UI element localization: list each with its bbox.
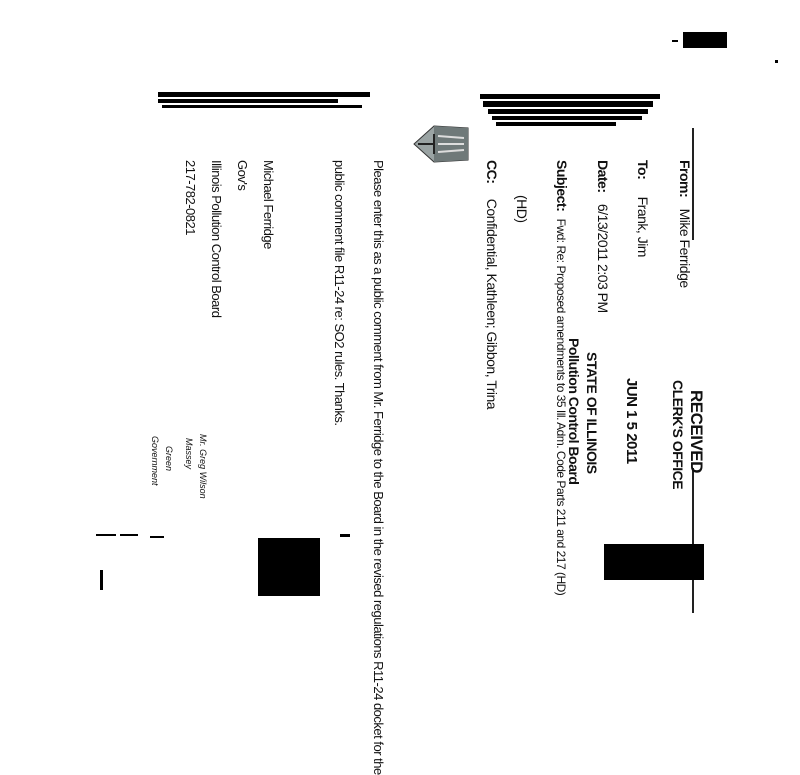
from-line: From: Mike Ferridge [677,160,693,288]
subject-cont: (HD) [514,195,530,223]
redaction-block [258,538,320,596]
redaction-bar [158,99,338,103]
handwritten-line-4: Government [150,436,160,486]
from-label: From: [677,160,693,198]
margin-line [692,128,694,240]
subject-label: Subject: [554,160,570,212]
cc-line: CC: Confidential, Kathleen; Gibbon, Trin… [484,160,500,409]
handwritten-line-2: Massey [184,438,194,470]
redaction-block [604,544,704,580]
redaction-bar [150,536,164,538]
redaction-bar [162,105,362,108]
subject-continued: (HD) [514,195,530,223]
redaction-mark [672,40,678,42]
stamp-received: RECEIVED [687,390,706,473]
signature-phone: 217-782-0821 [183,160,198,235]
redaction-bar [480,94,660,99]
body-line-1: Please enter this as a public comment fr… [371,160,386,775]
agency-logo [412,124,470,164]
to-line: To: Frank, Jim [635,160,651,257]
signature-name: Michael Ferridge [261,160,276,249]
redaction-bar [483,101,653,107]
redaction-bar [492,116,642,120]
to-label: To: [635,160,651,180]
date-line: Date: 6/13/2011 2:03 PM [595,160,611,313]
stamp-clerks-office: CLERK'S OFFICE [670,380,686,490]
from-value: Mike Ferridge [677,208,693,288]
to-value: Frank, Jim [635,196,651,257]
redaction-bar [96,534,116,536]
redaction-bar [340,534,350,537]
margin-line [692,468,694,613]
redaction-bar [158,92,370,97]
logo-icon [413,125,469,163]
handwritten-line-1: Mr. Greg Wilson [198,434,208,499]
stamp-state: STATE OF ILLINOIS [584,352,600,474]
stamp-date: JUN 1 5 2011 [623,378,640,464]
stamp-board: Pollution Control Board [566,338,582,485]
signature-title: Gov's [235,160,250,191]
redaction-mark [683,32,727,48]
date-label: Date: [595,160,611,193]
redaction-bar [100,570,103,590]
signature-org: Illinois Pollution Control Board [209,160,224,318]
scanned-document: From: Mike Ferridge To: Frank, Jim Date:… [96,32,778,775]
handwritten-line-3: Green [164,446,174,472]
cc-label: CC: [484,160,500,184]
redaction-bar [488,109,648,114]
date-value: 6/13/2011 2:03 PM [595,203,611,313]
body-line-2: public comment file R11-24 re: SO2 rules… [332,160,347,426]
cc-value: Confidential, Kathleen; Gibbon, Trina [484,198,500,410]
redaction-bar [120,534,138,536]
redaction-bar [496,122,616,126]
redaction-mark [775,60,778,63]
